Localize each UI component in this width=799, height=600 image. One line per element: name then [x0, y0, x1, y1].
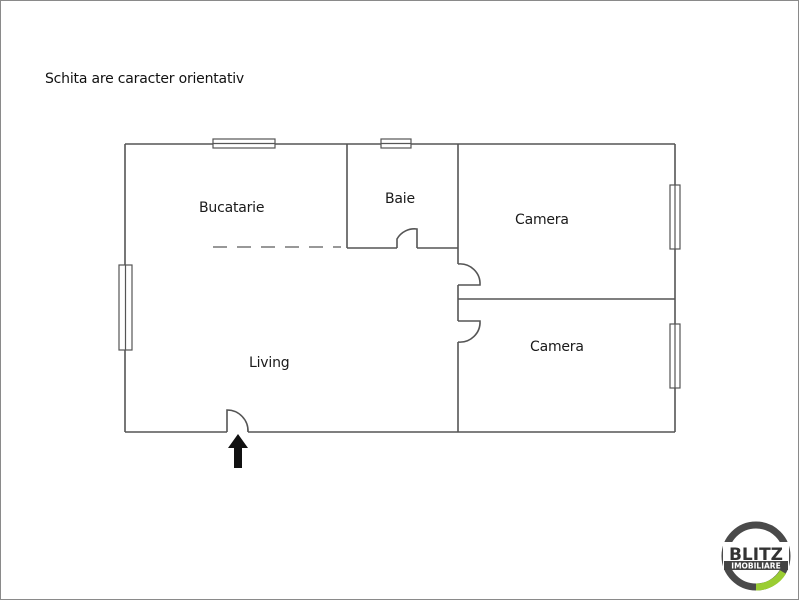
svg-text:BLITZ: BLITZ — [729, 545, 783, 565]
blitz-imobiliare-logo: BLITZ IMOBILIARE — [720, 520, 792, 592]
room-label-baie: Baie — [385, 191, 415, 207]
logo-ring-icon: BLITZ IMOBILIARE — [721, 521, 791, 591]
disclaimer-caption: Schita are caracter orientativ — [45, 71, 245, 87]
door-baie — [396, 228, 418, 248]
door-entrance — [226, 409, 249, 433]
room-label-camera-1: Camera — [515, 212, 569, 228]
room-label-living: Living — [249, 355, 290, 371]
arrow-up-icon — [228, 434, 248, 468]
room-label-camera-2: Camera — [530, 339, 584, 355]
door-camera-2 — [457, 320, 481, 343]
door-camera-1 — [457, 263, 481, 286]
svg-text:IMOBILIARE: IMOBILIARE — [731, 562, 780, 571]
room-label-bucatarie: Bucatarie — [199, 200, 265, 216]
